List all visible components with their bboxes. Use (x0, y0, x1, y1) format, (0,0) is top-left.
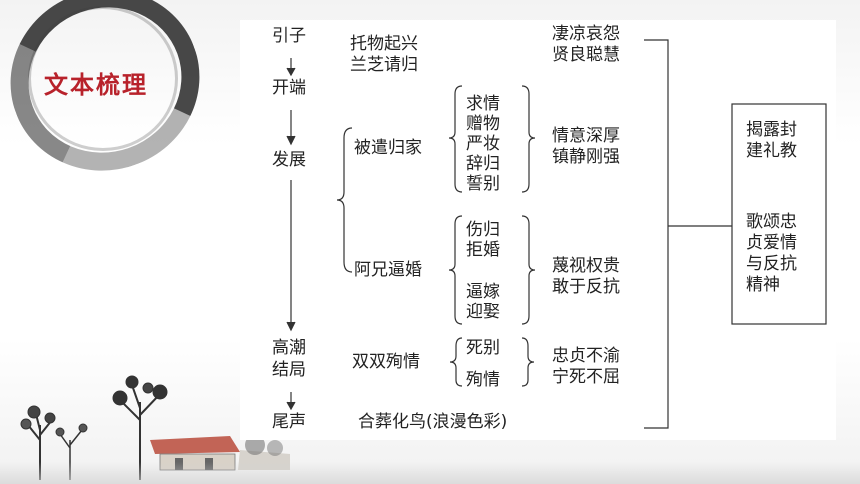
detail-branch1-3: 严妆 (466, 134, 500, 154)
emotion-branch1-1: 情意深厚 (552, 126, 620, 146)
theme-part2-3: 与反抗 (746, 254, 797, 274)
detail-branch2b-2: 迎娶 (466, 302, 500, 322)
emotion-branch2-1: 蔑视权贵 (552, 256, 620, 276)
emotion-climax-1: 忠贞不渝 (552, 346, 620, 366)
ground-decoration (0, 462, 860, 484)
event-branch-2: 阿兄逼婚 (354, 260, 422, 280)
detail-branch1-1: 求情 (466, 94, 500, 114)
theme-part1-2: 建礼教 (746, 141, 797, 161)
event-epilogue: 合葬化鸟(浪漫色彩) (358, 412, 508, 432)
event-intro-1: 托物起兴 (350, 34, 418, 54)
stage-epilogue: 尾声 (272, 412, 306, 432)
emotion-intro-2: 贤良聪慧 (552, 45, 620, 65)
diagram-connectors (286, 39, 827, 429)
event-intro-2: 兰芝请归 (350, 55, 418, 75)
structure-diagram: 引子 开端 发展 高潮 结局 尾声 托物起兴 兰芝请归 被遣归家 阿兄逼婚 双双… (240, 20, 836, 440)
stage-start: 开端 (272, 78, 306, 98)
event-climax: 双双殉情 (352, 352, 420, 372)
emotion-climax-2: 宁死不屈 (552, 367, 620, 387)
detail-branch2a-2: 拒婚 (466, 240, 500, 260)
stage-intro: 引子 (272, 26, 306, 46)
detail-branch2b-1: 逼嫁 (466, 282, 500, 302)
theme-part2-2: 贞爱情 (746, 233, 797, 253)
detail-branch1-2: 赠物 (466, 114, 500, 134)
stage-climax: 高潮 (272, 338, 306, 358)
ink-circle-inner-decoration (28, 6, 178, 151)
detail-branch1-4: 辞归 (466, 154, 500, 174)
detail-branch2a-1: 伤归 (466, 220, 500, 240)
stage-development: 发展 (272, 150, 306, 170)
emotion-intro-1: 凄凉哀怨 (552, 24, 620, 44)
detail-branch1-5: 誓别 (466, 174, 500, 194)
theme-part2-4: 精神 (746, 275, 780, 295)
emotion-branch2-2: 敢于反抗 (552, 277, 620, 297)
detail-climax-2: 殉情 (466, 370, 500, 390)
theme-part1-1: 揭露封 (746, 120, 797, 140)
emotion-branch1-2: 镇静刚强 (552, 147, 620, 167)
event-branch-1: 被遣归家 (354, 138, 422, 158)
theme-part2-1: 歌颂忠 (746, 212, 797, 232)
stage-ending: 结局 (272, 360, 306, 380)
detail-climax-1: 死别 (466, 338, 500, 358)
section-title: 文本梳理 (44, 69, 148, 99)
